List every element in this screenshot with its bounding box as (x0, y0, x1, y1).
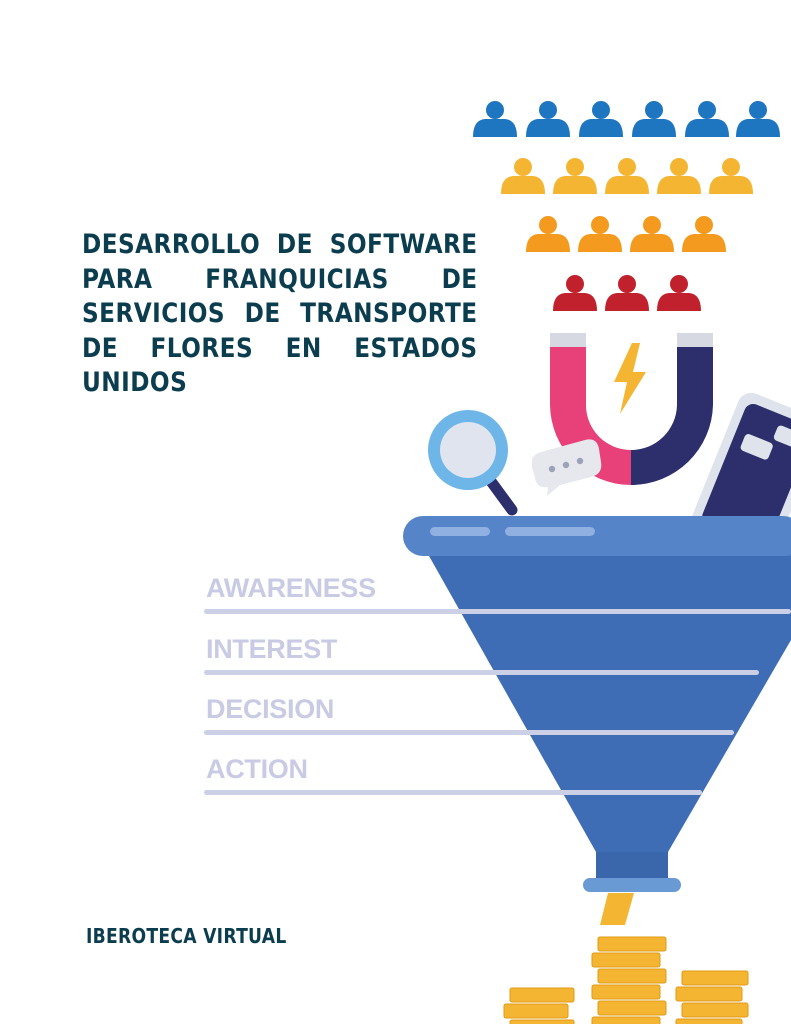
person-icon (685, 101, 729, 137)
chat-bubble-icon (531, 439, 602, 496)
people-row-3 (526, 216, 726, 252)
stage-label-interest: INTEREST (206, 634, 338, 664)
stage-label-awareness: AWARENESS (206, 573, 376, 603)
person-icon (526, 216, 570, 252)
lightning-icon (614, 343, 646, 414)
stage-divider-awareness (204, 609, 791, 614)
person-icon (578, 216, 622, 252)
person-icon (553, 275, 597, 311)
person-icon (526, 101, 570, 137)
person-icon (709, 158, 753, 194)
document-title: DESARROLLO DE SOFTWARE PARA FRANQUICIAS … (82, 229, 478, 398)
person-icon (605, 158, 649, 194)
person-icon (605, 275, 649, 311)
people-row-4 (553, 275, 701, 311)
person-icon (630, 216, 674, 252)
person-icon (553, 158, 597, 194)
person-icon (632, 101, 676, 137)
magnifier-icon (428, 410, 518, 516)
people-row-1 (473, 101, 780, 137)
funnel-icon (403, 516, 791, 925)
stage-divider-action (204, 790, 702, 795)
person-icon (736, 101, 780, 137)
person-icon (657, 158, 701, 194)
person-icon (501, 158, 545, 194)
person-icon (473, 101, 517, 137)
person-icon (682, 216, 726, 252)
person-icon (657, 275, 701, 311)
person-icon (579, 101, 623, 137)
stage-label-decision: DECISION (206, 694, 335, 724)
coin-stack-icon (503, 936, 749, 1024)
publisher-name: IBEROTECA VIRTUAL (86, 924, 287, 948)
people-row-2 (501, 158, 753, 194)
stage-divider-interest (204, 670, 759, 675)
stage-label-action: ACTION (206, 754, 308, 784)
stage-divider-decision (204, 730, 734, 735)
